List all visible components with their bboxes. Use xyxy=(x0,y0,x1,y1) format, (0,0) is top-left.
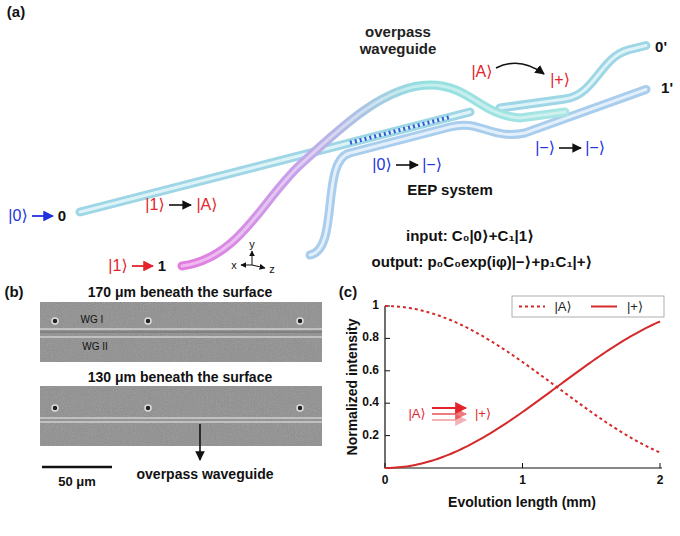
marker-dot xyxy=(145,318,151,324)
axis-title: Evolution length (mm) xyxy=(448,494,596,510)
image-grain xyxy=(40,302,322,362)
port-label: 0' xyxy=(655,38,667,55)
tick-label: 0.2 xyxy=(362,429,379,443)
transition-arrow xyxy=(559,147,581,149)
state-label: |0⟩ xyxy=(372,156,391,174)
part-label: overpass waveguide xyxy=(137,466,274,482)
tick-label: 1 xyxy=(519,474,526,488)
legend-sample xyxy=(519,306,545,308)
inset-arrow xyxy=(432,407,466,409)
image-ground xyxy=(40,386,322,446)
axis-title: Normalized intensity xyxy=(344,319,360,456)
state-label: |A⟩ xyxy=(196,196,217,214)
tick-label: 1 xyxy=(372,299,379,313)
transition-arrow xyxy=(396,164,418,166)
tick-label: 2 xyxy=(657,474,664,488)
marker-dot xyxy=(52,318,58,324)
curve-a xyxy=(385,306,660,453)
image-ground xyxy=(40,302,322,362)
axis-arrow xyxy=(252,251,253,265)
waveguide-highlight xyxy=(182,85,565,266)
chart-axis xyxy=(385,306,662,468)
part-label: overpass waveguide xyxy=(348,23,448,58)
leader-arrow xyxy=(199,424,201,460)
image-title: 170 μm beneath the surface xyxy=(88,284,272,300)
legend-text: |A⟩ xyxy=(554,299,571,314)
inset-arrow xyxy=(432,419,466,421)
waveguide-highlight xyxy=(500,46,646,109)
axis-triad xyxy=(241,251,265,268)
inset-label: |+⟩ xyxy=(475,407,491,422)
microscope-image xyxy=(40,386,322,446)
waveguide-trace xyxy=(40,328,322,329)
overpass-waveguide xyxy=(182,85,565,266)
panel-label: (a) xyxy=(7,3,25,20)
tick-label: 0.6 xyxy=(362,364,379,378)
tick-mark xyxy=(660,463,661,468)
legend-text: |+⟩ xyxy=(627,299,643,314)
input-arrow xyxy=(132,265,153,267)
waveguide-trace xyxy=(40,336,322,337)
waveguide-trace xyxy=(40,421,322,422)
output-0-waveguide xyxy=(500,46,646,109)
port-label: 1 xyxy=(158,257,166,274)
axis-name: z xyxy=(269,263,275,276)
chart xyxy=(385,296,664,468)
equation: input: C₀|0⟩+C₁|1⟩ xyxy=(406,227,534,244)
axis-arrow xyxy=(252,265,265,268)
waveguide-tube xyxy=(500,46,646,109)
waveguide-name: WG I xyxy=(81,314,104,326)
input-arrow xyxy=(32,215,53,217)
tick-mark xyxy=(385,435,390,436)
inset-arrow xyxy=(432,413,466,415)
state-label: |A⟩ xyxy=(471,63,492,81)
inset-label: |A⟩ xyxy=(408,407,425,422)
state-label: |−⟩ xyxy=(422,156,442,174)
tick-mark xyxy=(385,370,390,371)
tick-mark xyxy=(522,463,523,468)
part-label: EEP system xyxy=(407,181,493,198)
tick-label: 0.8 xyxy=(362,331,379,345)
image-title: 130 μm beneath the surface xyxy=(88,369,272,385)
panel-label: (b) xyxy=(4,283,23,300)
axis-arrow xyxy=(241,265,252,266)
waveguide-name: WG II xyxy=(82,341,108,353)
state-label: |1⟩ xyxy=(108,257,127,275)
state-label: |−⟩ xyxy=(535,139,555,157)
transition-arrow xyxy=(496,63,544,74)
tick-mark xyxy=(385,403,390,404)
port-label: 1' xyxy=(661,79,673,96)
marker-dot xyxy=(52,405,58,411)
state-label: |0⟩ xyxy=(8,207,27,225)
waveguide-trace xyxy=(40,332,322,333)
legend-sample xyxy=(591,306,617,308)
state-label: |1⟩ xyxy=(145,196,164,214)
tick-label: 0 xyxy=(382,474,389,488)
state-label: |−⟩ xyxy=(585,139,605,157)
marker-dot xyxy=(145,405,151,411)
transition-arrow xyxy=(169,204,191,206)
port-label: 0 xyxy=(58,207,66,224)
scale-bar xyxy=(42,466,112,469)
waveguide-tube xyxy=(182,85,565,266)
scale-label: 50 μm xyxy=(58,475,96,490)
tick-label: 0.4 xyxy=(362,396,379,410)
curve-plus xyxy=(385,321,660,468)
waveguide-trace xyxy=(40,417,322,418)
equation: output: p₀C₀exp(iφ)|−⟩+p₁C₁|+⟩ xyxy=(372,253,593,270)
tick-mark xyxy=(385,338,390,339)
microscope-image xyxy=(40,302,322,362)
axis-name: x xyxy=(231,259,237,272)
axis-name: y xyxy=(249,238,255,251)
state-label: |+⟩ xyxy=(550,71,570,89)
panel-label: (c) xyxy=(339,283,357,300)
legend-box xyxy=(512,296,664,317)
image-grain xyxy=(40,386,322,446)
axis-ticks xyxy=(385,306,660,468)
marker-dot xyxy=(297,318,303,324)
marker-dot xyxy=(297,405,303,411)
